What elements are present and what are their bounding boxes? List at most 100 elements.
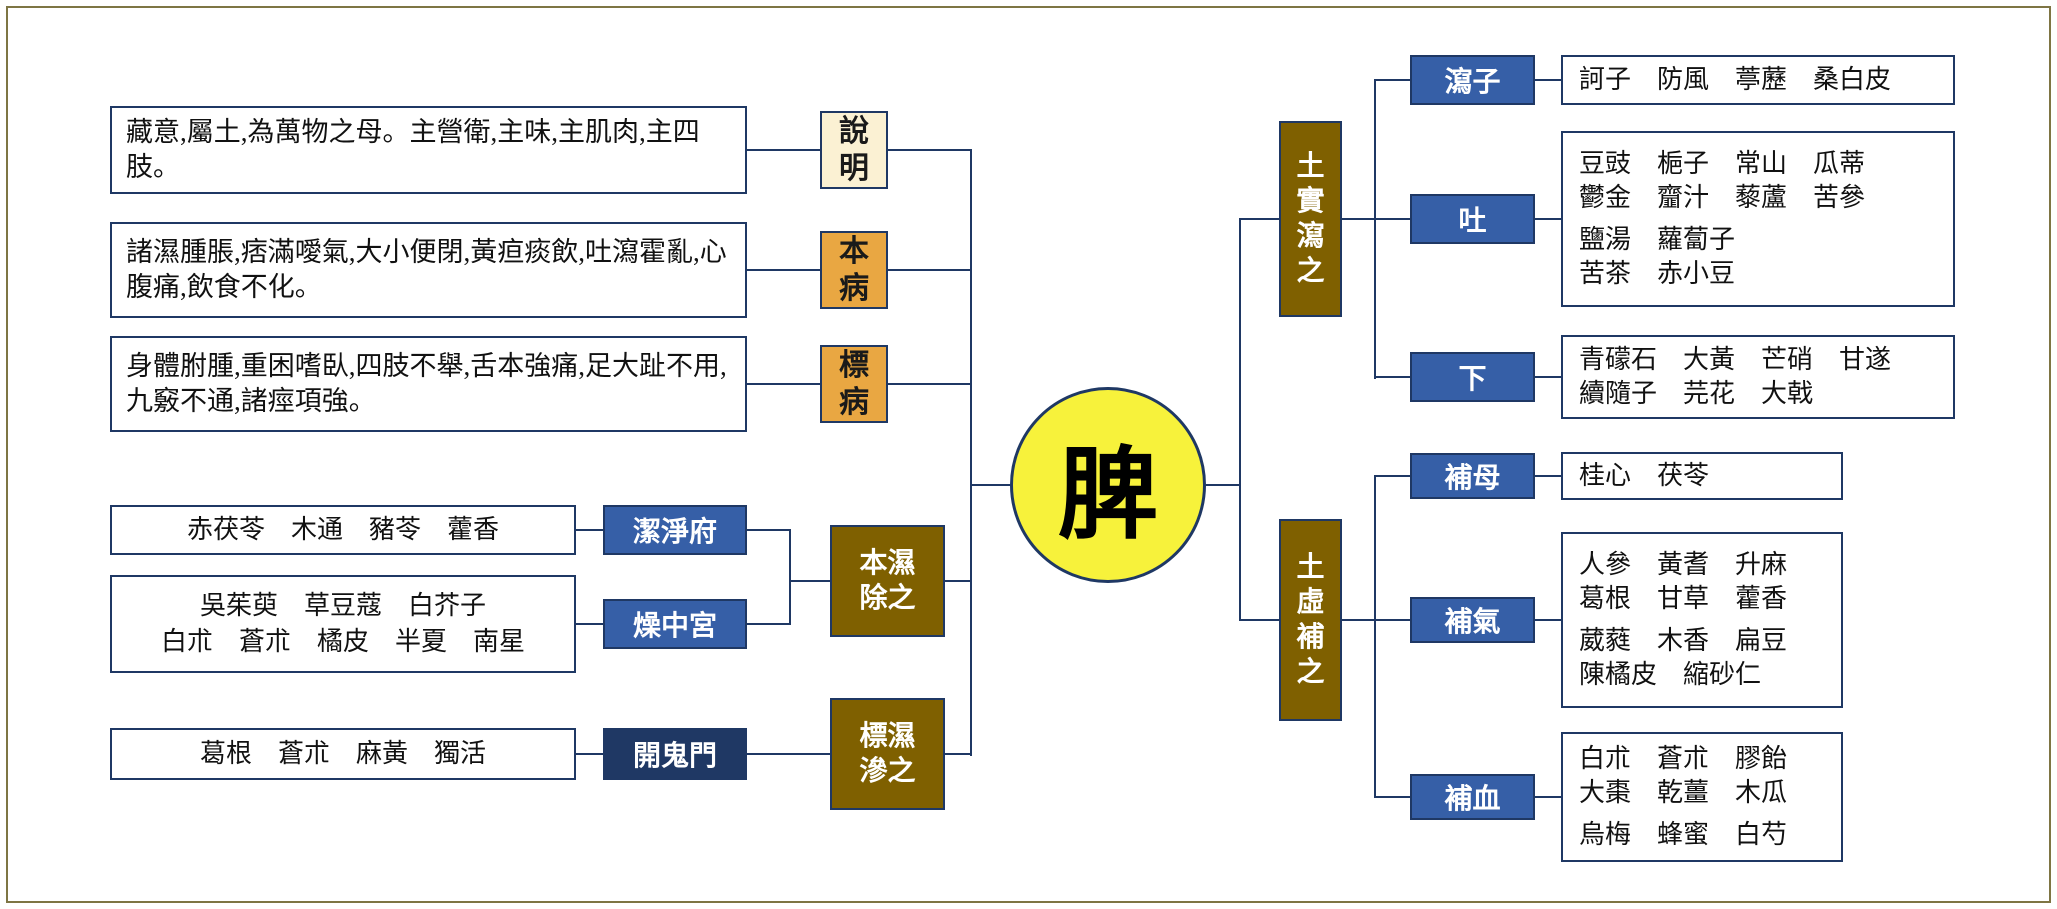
herb-list: 赤茯苓 木通 豬苓 藿香: [186, 515, 499, 544]
herb-list-line: 青礞石 大黃 芒硝 甘遂: [1579, 345, 1892, 374]
herb-box-buqi: 人參 黃耆 升麻 葛根 甘草 藿香 葳蕤 木香 扁豆 陳橘皮 縮砂仁: [1561, 532, 1843, 708]
node-buxue: 補血: [1410, 774, 1535, 820]
connector-line: [1535, 796, 1561, 798]
herb-box-xiezi: 訶子 防風 葶藶 桑白皮: [1561, 55, 1955, 105]
herb-list-line: 豆豉 梔子 常山 瓜蒂: [1579, 149, 1866, 178]
node-xiezi: 瀉子: [1410, 55, 1535, 105]
connector-line: [1342, 218, 1375, 220]
herb-box-tu: 豆豉 梔子 常山 瓜蒂 鬱金 齏汁 藜蘆 苦參 鹽湯 蘿蔔子 苦茶 赤小豆: [1561, 131, 1955, 307]
herb-list-line: 烏梅 蜂蜜 白芍: [1579, 820, 1788, 849]
herb-list-line: 鬱金 齏汁 藜蘆 苦參: [1579, 183, 1866, 212]
connector-line: [1535, 619, 1561, 621]
connector-line: [1375, 79, 1410, 81]
connector-line: [1206, 484, 1240, 486]
tag-label: 說明: [839, 114, 869, 186]
herb-list-line: 續隨子 芫花 大戟: [1579, 379, 1814, 408]
connector-line: [789, 529, 791, 625]
connector-line: [747, 149, 820, 151]
tag-label: 標病: [839, 348, 869, 420]
tag-benbing: 本病: [820, 231, 888, 309]
node-label: 本濕除之: [859, 548, 916, 614]
node-label: 燥中宮: [632, 611, 717, 642]
node-label: 補血: [1444, 784, 1501, 815]
center-node-spleen: 脾: [1010, 387, 1206, 583]
herb-list-line: 苦茶 赤小豆: [1579, 259, 1736, 288]
connector-line: [1375, 218, 1410, 220]
connector-line: [1375, 376, 1410, 378]
herb-box-xia: 青礞石 大黃 芒硝 甘遂 續隨子 芫花 大戟: [1561, 335, 1955, 419]
herb-list-line: 葛根 甘草 藿香: [1579, 584, 1788, 613]
herb-box-zaozhonggong: 吳茱萸 草豆蔻 白芥子 白朮 蒼朮 橘皮 半夏 南星: [110, 575, 576, 673]
connector-line: [790, 580, 830, 582]
description-box-biaobing: 身體胕腫,重困嗜臥,四肢不舉,舌本強痛,足大趾不用,九竅不通,諸痙項強。: [110, 336, 747, 432]
center-node-label: 脾: [1058, 439, 1158, 551]
connector-line: [576, 753, 603, 755]
connector-line: [1535, 79, 1561, 81]
herb-list-line: 白朮 蒼朮 橘皮 半夏 南星: [160, 627, 525, 656]
herb-list-line: 葳蕤 木香 扁豆: [1579, 626, 1788, 655]
herb-box-jiejingfu: 赤茯苓 木通 豬苓 藿香: [110, 505, 576, 555]
node-benshi-chuzhi: 本濕除之: [830, 525, 945, 637]
connector-line: [1342, 619, 1375, 621]
connector-line: [888, 149, 971, 151]
herb-list-line: 吳茱萸 草豆蔻 白芥子: [199, 591, 486, 620]
connector-line: [945, 580, 971, 582]
connector-line: [1375, 796, 1410, 798]
connector-line: [576, 623, 603, 625]
connector-line: [1374, 475, 1376, 798]
description-text: 身體胕腫,重困嗜臥,四肢不舉,舌本強痛,足大趾不用,九竅不通,諸痙項強。: [126, 350, 727, 416]
node-biaoshi-shenzhi: 標濕滲之: [830, 698, 945, 810]
herb-list: 葛根 蒼朮 麻黃 獨活: [199, 739, 486, 768]
connector-line: [971, 484, 1010, 486]
tag-shuoming: 說明: [820, 111, 888, 189]
node-buqi: 補氣: [1410, 597, 1535, 643]
node-label: 吐: [1458, 206, 1487, 237]
node-xia: 下: [1410, 352, 1535, 402]
node-label: 補氣: [1444, 607, 1501, 638]
connector-line: [970, 149, 972, 756]
connector-line: [1374, 79, 1376, 379]
connector-line: [747, 529, 790, 531]
node-kaiguimen: 開鬼門: [603, 728, 747, 780]
node-label: 標濕滲之: [859, 721, 916, 787]
connector-line: [888, 383, 971, 385]
node-label: 下: [1458, 364, 1487, 395]
description-box-shuoming: 藏意,屬土,為萬物之母。主營衛,主味,主肌肉,主四肢。: [110, 106, 747, 194]
node-label: 潔淨府: [632, 517, 717, 548]
herb-list-line: 人參 黃耆 升麻: [1579, 550, 1788, 579]
tag-label: 本病: [839, 234, 869, 306]
herb-list-line: 大棗 乾薑 木瓜: [1579, 778, 1788, 807]
connector-line: [1375, 619, 1410, 621]
herb-list-line: 鹽湯 蘿蔔子: [1579, 225, 1736, 254]
herb-list-line: 白朮 蒼朮 膠飴: [1579, 744, 1788, 773]
tag-biaobing: 標病: [820, 345, 888, 423]
herb-box-buxue: 白朮 蒼朮 膠飴 大棗 乾薑 木瓜 烏梅 蜂蜜 白芍: [1561, 732, 1843, 862]
node-label: 土虛補之: [1296, 552, 1325, 688]
connector-line: [1240, 218, 1279, 220]
node-tu: 吐: [1410, 194, 1535, 244]
connector-line: [576, 529, 603, 531]
node-tushi-xiezhi: 土實瀉之: [1279, 121, 1342, 317]
connector-line: [747, 269, 820, 271]
node-zaozhonggong: 燥中宮: [603, 599, 747, 649]
node-bumu: 補母: [1410, 453, 1535, 499]
node-label: 土實瀉之: [1296, 151, 1325, 287]
description-text: 藏意,屬土,為萬物之母。主營衛,主味,主肌肉,主四肢。: [126, 116, 700, 182]
connector-line: [945, 753, 971, 755]
node-jiejingfu: 潔淨府: [603, 505, 747, 555]
herb-list: 訶子 防風 葶藶 桑白皮: [1579, 65, 1892, 94]
connector-line: [888, 269, 971, 271]
connector-line: [747, 623, 790, 625]
description-text: 諸濕腫脹,痞滿噯氣,大小便閉,黃疸痰飲,吐瀉霍亂,心腹痛,飲食不化。: [126, 236, 727, 302]
node-label: 瀉子: [1444, 67, 1501, 98]
node-tuxu-buzhi: 土虛補之: [1279, 519, 1342, 721]
herb-box-bumu: 桂心 茯苓: [1561, 452, 1843, 500]
connector-line: [1535, 218, 1561, 220]
connector-line: [747, 383, 820, 385]
outer-frame: [6, 6, 2051, 903]
herb-list: 桂心 茯苓: [1579, 461, 1710, 490]
connector-line: [1535, 475, 1561, 477]
herb-box-kaiguimen: 葛根 蒼朮 麻黃 獨活: [110, 728, 576, 780]
description-box-benbing: 諸濕腫脹,痞滿噯氣,大小便閉,黃疸痰飲,吐瀉霍亂,心腹痛,飲食不化。: [110, 222, 747, 318]
connector-line: [747, 753, 830, 755]
